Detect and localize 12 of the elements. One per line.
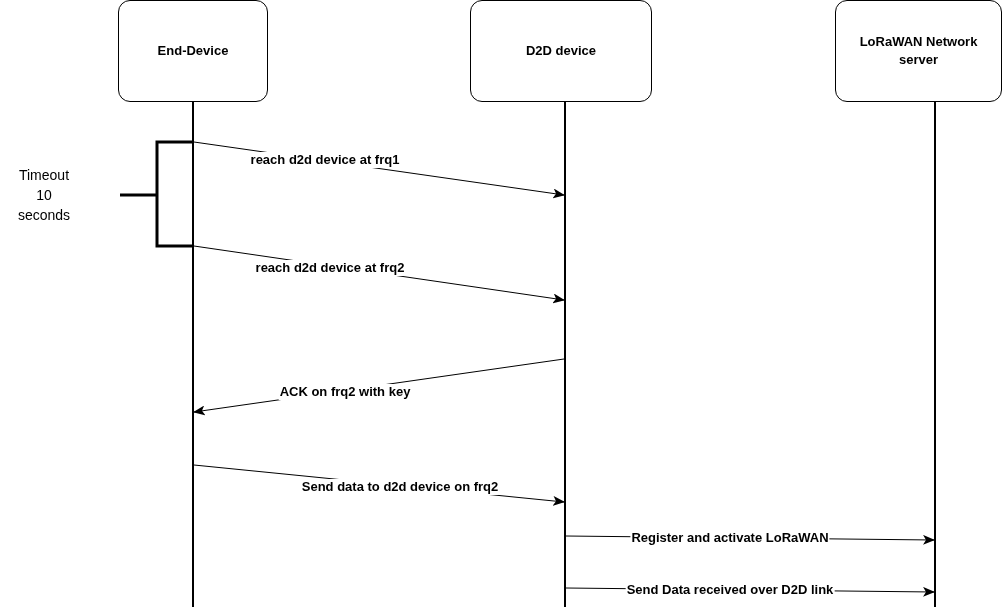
lifeline — [192, 102, 194, 607]
participant-box: LoRaWAN Network server — [835, 0, 1002, 102]
participant-box: D2D device — [470, 0, 652, 102]
timeout-note: Timeout 10 seconds — [16, 166, 72, 225]
lifeline — [564, 102, 566, 607]
lifeline — [934, 102, 936, 607]
edge-label: ACK on frq2 with key — [278, 384, 412, 400]
edge-label: reach d2d device at frq1 — [249, 152, 401, 168]
edge-label: Send data to d2d device on frq2 — [300, 479, 500, 495]
edge-label: Register and activate LoRaWAN — [630, 530, 830, 546]
participant-box: End-Device — [118, 0, 268, 102]
edge-label: reach d2d device at frq2 — [254, 260, 406, 276]
